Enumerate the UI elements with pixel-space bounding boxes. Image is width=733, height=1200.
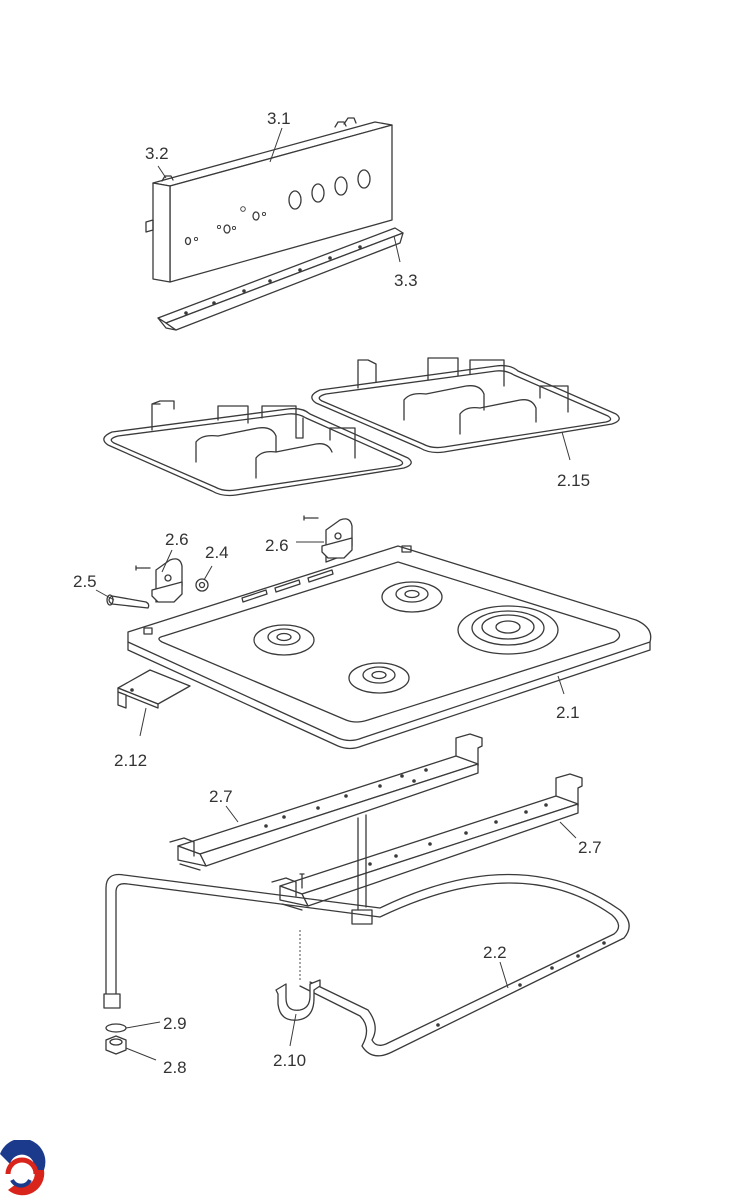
label-2-2: 2.2 <box>483 943 507 962</box>
pan-support-left <box>103 400 412 497</box>
label-2-7-right: 2.7 <box>578 838 602 857</box>
label-3-2: 3.2 <box>145 144 169 163</box>
bracket-post <box>351 814 373 925</box>
brand-logo-icon <box>0 1140 46 1196</box>
screw <box>299 873 305 889</box>
side-bracket <box>117 669 191 709</box>
pipe-fitting <box>103 993 127 1055</box>
label-2-7-left: 2.7 <box>209 787 233 806</box>
label-2-8: 2.8 <box>163 1058 187 1077</box>
label-3-3: 3.3 <box>394 271 418 290</box>
hob-top <box>127 545 652 750</box>
gas-manifold-pipe <box>105 873 630 1057</box>
label-2-15: 2.15 <box>557 471 590 490</box>
pipe-clip <box>275 979 321 1021</box>
label-2-12: 2.12 <box>114 751 147 770</box>
cross-bracket-left <box>169 733 483 871</box>
label-2-1: 2.1 <box>556 703 580 722</box>
label-3-1: 3.1 <box>267 109 291 128</box>
label-2-6-right: 2.6 <box>265 536 289 555</box>
label-2-9: 2.9 <box>163 1014 187 1033</box>
part-labels: 3.1 3.2 3.3 2.15 2.6 2.6 2.4 2.5 2.1 2.1… <box>73 109 602 1077</box>
hinge-left <box>106 558 209 609</box>
label-2-10: 2.10 <box>273 1051 306 1070</box>
label-2-5: 2.5 <box>73 572 97 591</box>
hinge-right <box>303 515 353 563</box>
cross-bracket-right <box>271 773 583 911</box>
leader-lines <box>95 127 577 1061</box>
label-2-4: 2.4 <box>205 543 229 562</box>
label-2-6-left: 2.6 <box>165 530 189 549</box>
pan-support-right <box>311 357 620 454</box>
panel-rail <box>157 227 404 331</box>
